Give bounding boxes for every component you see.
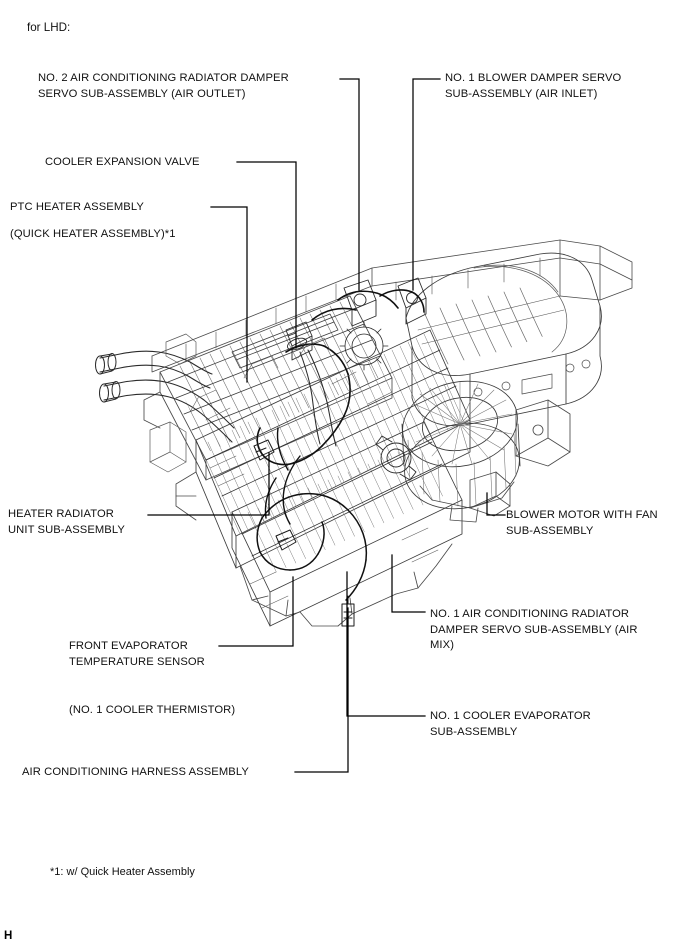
label-ptc-heater-assembly: PTC HEATER ASSEMBLY (10, 201, 144, 213)
label-blower-motor-with-fan: BLOWER MOTOR WITH FAN SUB-ASSEMBLY (506, 509, 658, 537)
page-marker: H (4, 930, 13, 942)
label-no1-cooler-thermistor: (NO. 1 COOLER THERMISTOR) (69, 704, 236, 716)
label-front-evaporator-temperature-sensor: FRONT EVAPORATOR TEMPERATURE SENSOR (69, 640, 205, 668)
leader-no2-damper-servo (339, 78, 360, 291)
page-heading: for LHD: (27, 21, 71, 34)
label-air-conditioning-harness-assembly: AIR CONDITIONING HARNESS ASSEMBLY (22, 766, 249, 778)
leader-ac-harness (294, 607, 349, 773)
leader-no1-blower-damper (412, 78, 441, 291)
footnote: *1: w/ Quick Heater Assembly (50, 866, 195, 878)
label-no1-ac-radiator-damper-servo: NO. 1 AIR CONDITIONING RADIATOR DAMPER S… (430, 608, 638, 651)
leader-no1-ac-radiator-damper (391, 554, 426, 613)
leader-ptc-heater (210, 206, 248, 383)
label-heater-radiator-unit: HEATER RADIATOR UNIT SUB-ASSEMBLY (8, 508, 125, 536)
leader-no1-cooler-evaporator (346, 571, 426, 717)
label-no1-blower-damper-servo: NO. 1 BLOWER DAMPER SERVO SUB-ASSEMBLY (… (445, 72, 622, 100)
leader-heater-radiator (147, 452, 270, 516)
label-quick-heater-assembly: (QUICK HEATER ASSEMBLY)*1 (10, 228, 176, 240)
label-cooler-expansion-valve: COOLER EXPANSION VALVE (45, 156, 200, 168)
leader-blower-motor (486, 492, 506, 516)
leader-cooler-expansion-valve (236, 161, 297, 349)
label-no1-cooler-evaporator: NO. 1 COOLER EVAPORATOR SUB-ASSEMBLY (430, 710, 591, 738)
leader-front-evaporator-sensor (218, 576, 294, 647)
label-no2-ac-radiator-damper-servo: NO. 2 AIR CONDITIONING RADIATOR DAMPER S… (38, 72, 289, 100)
